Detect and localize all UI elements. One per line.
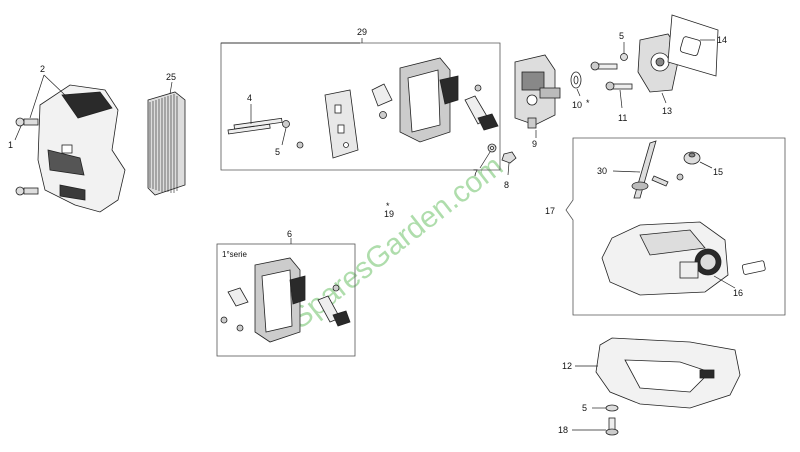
callout-11: 11 — [618, 113, 627, 123]
gasket-ring-icon — [570, 71, 582, 89]
callout-19-star: * — [386, 201, 390, 211]
group-box-17 — [565, 137, 786, 316]
bracket-bolt-icon — [605, 417, 619, 436]
callout-12: 12 — [562, 361, 572, 371]
screw-icon — [15, 117, 39, 196]
mounting-plate-icon — [324, 89, 359, 159]
callout-7: 7 — [473, 168, 478, 178]
callout-15: 15 — [713, 167, 723, 177]
intake-gasket-icon — [667, 14, 719, 77]
choke-lever-icon — [371, 83, 499, 131]
callout-5c: 5 — [582, 403, 587, 413]
bolt-icon — [227, 117, 304, 149]
fuel-pickup-icon — [631, 140, 669, 199]
callout-29: 29 — [357, 27, 367, 37]
callout-10: 10 — [572, 100, 582, 110]
filter-base-1st-series-icon — [220, 257, 351, 343]
callout-25: 25 — [166, 72, 176, 82]
fuel-tank-icon — [601, 221, 729, 296]
callout-10-star: * — [586, 98, 590, 108]
callout-30: 30 — [597, 166, 607, 176]
air-filter-icon — [147, 91, 186, 196]
series-note: 1°serie — [222, 250, 248, 259]
callout-13: 13 — [662, 106, 672, 116]
callout-6: 6 — [287, 229, 292, 239]
group-box-6 — [216, 238, 356, 357]
group-box-29 — [220, 38, 501, 171]
filler-cap-icon — [741, 260, 766, 275]
callout-16: 16 — [733, 288, 743, 298]
washer-icon — [487, 143, 497, 153]
callout-4: 4 — [247, 93, 252, 103]
callout-18: 18 — [558, 425, 568, 435]
callout-14: 14 — [717, 35, 727, 45]
carburetor-icon — [514, 54, 561, 129]
callout-5b: 5 — [619, 31, 624, 41]
callout-9: 9 — [532, 139, 537, 149]
nut-icon — [501, 151, 517, 164]
filter-base-icon — [399, 57, 459, 143]
engine-cover-icon — [37, 84, 126, 213]
bracket-washer-icon — [605, 404, 619, 412]
callout-17: 17 — [545, 206, 555, 216]
bracket-icon — [595, 337, 741, 409]
intake-bolt-icon — [590, 53, 633, 91]
callout-19: 19 — [384, 209, 394, 219]
callout-1: 1 — [8, 140, 13, 150]
callout-8: 8 — [504, 180, 509, 190]
callout-2: 2 — [40, 64, 45, 74]
grommet-icon — [676, 151, 701, 181]
callout-5a: 5 — [275, 147, 280, 157]
